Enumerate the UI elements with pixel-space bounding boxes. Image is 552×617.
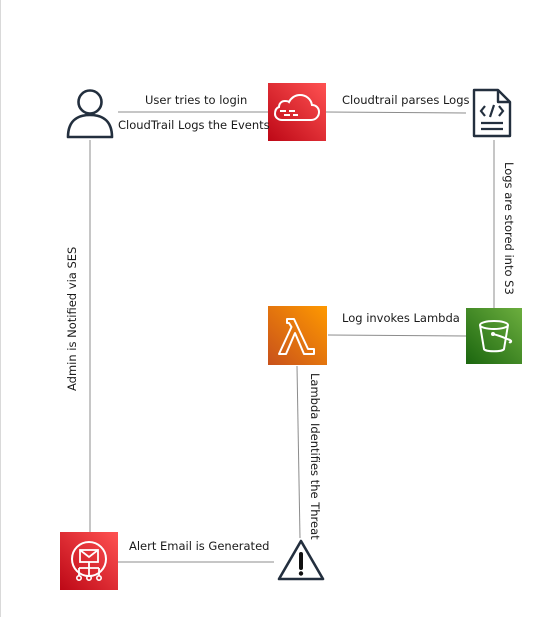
- page-border: [0, 0, 1, 617]
- label-lambda-identifies-threat: Lambda Identifies the Threat: [308, 373, 322, 540]
- edge-cloudtrail-log: [325, 111, 467, 114]
- cloudtrail-node: [268, 83, 326, 141]
- label-user-tries-login: User tries to login: [145, 93, 248, 107]
- label-logs-stored-s3: Logs are stored into S3: [502, 162, 516, 295]
- ses-icon: [71, 541, 107, 581]
- label-admin-notified-ses: Admin is Notified via SES: [65, 246, 79, 391]
- log-file-node: [472, 88, 512, 138]
- lambda-icon: [278, 318, 315, 355]
- lambda-node: [268, 306, 327, 365]
- label-log-invokes-lambda: Log invokes Lambda: [342, 311, 460, 325]
- label-cloudtrail-logs-events: CloudTrail Logs the Events: [118, 118, 270, 132]
- label-alert-email-generated: Alert Email is Generated: [129, 539, 270, 553]
- label-cloudtrail-parses-logs: Cloudtrail parses Logs: [342, 93, 470, 107]
- user-icon: [66, 89, 114, 139]
- log-file-icon: [472, 88, 512, 138]
- cloudtrail-icon: [273, 93, 321, 121]
- alert-node: [276, 538, 326, 582]
- user-node: [66, 88, 114, 140]
- s3-bucket-icon: [479, 320, 513, 353]
- edge-lambda-alert: [296, 365, 301, 539]
- ses-node: [60, 532, 118, 590]
- s3-node: [466, 308, 522, 364]
- warning-icon: [277, 539, 325, 581]
- edge-s3-lambda: [327, 334, 467, 337]
